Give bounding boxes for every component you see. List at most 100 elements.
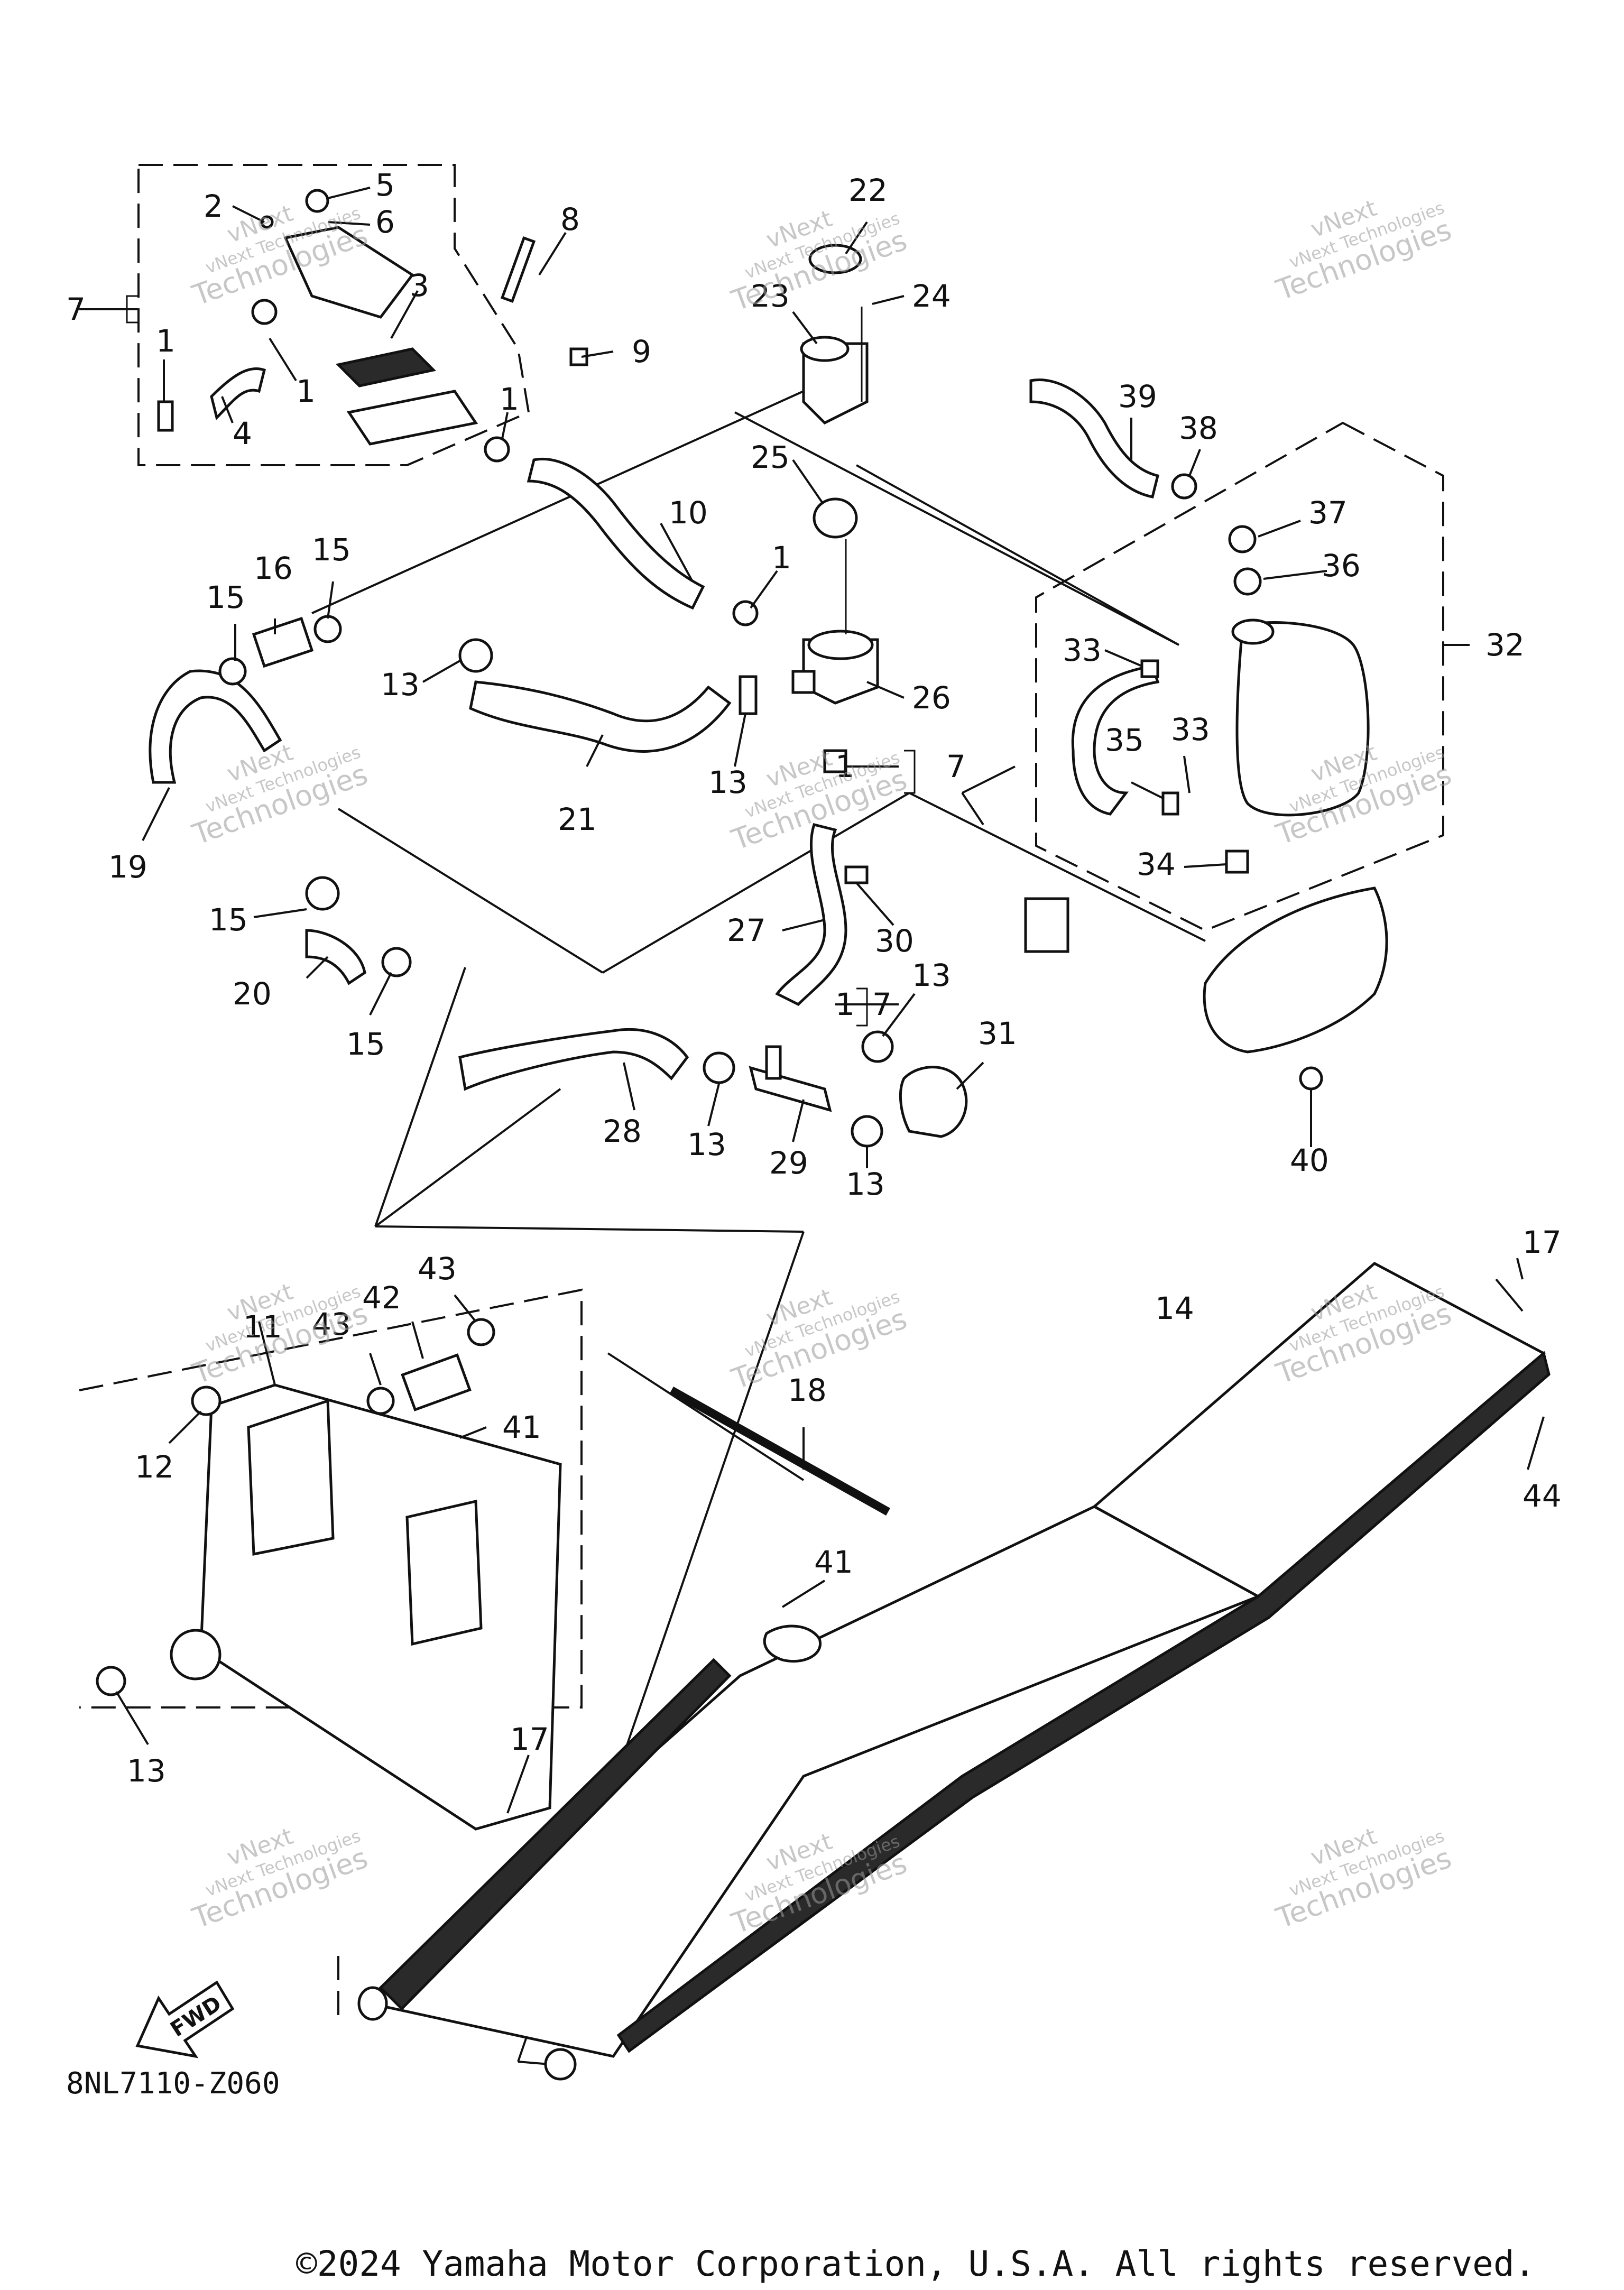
callout-1d: 1 (772, 540, 791, 576)
bracket-1-7-lower (856, 987, 868, 1027)
clamp-13-e (861, 1030, 894, 1063)
callout-37: 37 (1308, 495, 1348, 531)
reference-lines (311, 390, 1206, 2065)
callout-25: 25 (751, 439, 790, 475)
callout-1a: 1 (156, 323, 176, 359)
callout-33a: 33 (1063, 632, 1102, 668)
joint-29-port (765, 1045, 782, 1080)
heat-exchanger (357, 1261, 1551, 2081)
callout-3: 3 (410, 267, 429, 303)
callout-15a: 15 (206, 579, 245, 615)
callout-11: 11 (243, 1309, 282, 1345)
callout-13d: 13 (687, 1126, 726, 1162)
copyright-notice: ©2024 Yamaha Motor Corporation, U.S.A. A… (296, 2243, 1535, 2284)
callout-41b: 41 (814, 1544, 853, 1580)
callout-13b: 13 (708, 764, 748, 800)
hose-21 (469, 680, 732, 753)
rod-18 (669, 1387, 890, 1516)
callout-13f: 13 (127, 1753, 166, 1789)
callout-15d: 15 (346, 1026, 385, 1062)
callout-43b: 43 (418, 1251, 457, 1287)
reservoir-tank (1071, 473, 1370, 874)
clip-30 (844, 865, 869, 884)
fwd-arrow-icon (135, 1980, 235, 2058)
callout-26: 26 (912, 680, 951, 716)
callout-1b: 1 (296, 373, 316, 409)
callout-40: 40 (1290, 1142, 1329, 1178)
callout-23: 23 (751, 278, 790, 314)
hose-19 (149, 669, 282, 784)
clamp-13-a (458, 638, 493, 673)
hose-27 (775, 823, 847, 1007)
callout-20: 20 (233, 976, 272, 1012)
callout-38: 38 (1179, 410, 1218, 446)
callout-39: 39 (1118, 378, 1157, 414)
callout-41a: 41 (502, 1409, 541, 1445)
clamp-13-b (739, 675, 758, 715)
callout-13e: 13 (846, 1166, 885, 1202)
callout-34: 34 (1137, 846, 1176, 882)
callout-numbers: 1 1 1 1 1 1 2 3 4 5 6 7 7 7 8 9 10 11 12… (66, 167, 1562, 1789)
bracket-7-left (126, 295, 137, 324)
callout-9: 9 (632, 334, 651, 370)
splash-guard (1203, 887, 1388, 1054)
callout-43a: 43 (312, 1306, 351, 1342)
callout-24: 24 (912, 278, 951, 314)
callout-33b: 33 (1171, 712, 1210, 747)
callout-17a: 17 (1522, 1224, 1562, 1260)
callout-16: 16 (254, 550, 293, 586)
callout-19: 19 (108, 849, 147, 885)
joint-29 (749, 1066, 832, 1112)
callout-27: 27 (727, 912, 766, 948)
group-frame-7 (137, 164, 530, 466)
callout-13c: 13 (912, 957, 951, 993)
callout-36: 36 (1322, 548, 1361, 584)
radiator-frame (96, 1383, 562, 1831)
callout-12: 12 (135, 1449, 174, 1485)
hose-39 (1029, 378, 1160, 498)
callout-7c: 7 (872, 986, 892, 1022)
clamp-15-a (218, 657, 247, 686)
callout-29: 29 (769, 1145, 808, 1181)
hose-20 (305, 929, 366, 985)
clamp-13-c (703, 1051, 735, 1084)
callout-4: 4 (233, 415, 252, 451)
hose-10 (527, 458, 705, 610)
callout-28: 28 (603, 1113, 642, 1149)
callout-30: 30 (875, 923, 914, 959)
pipe-42 (401, 1353, 472, 1411)
callout-15b: 15 (312, 532, 351, 568)
callout-21: 21 (558, 801, 597, 837)
callout-1f: 1 (835, 986, 855, 1022)
callout-7a: 7 (66, 291, 86, 327)
clamp-15-b (313, 615, 342, 643)
callout-17b: 17 (510, 1721, 549, 1757)
callout-31: 31 (978, 1015, 1017, 1051)
callout-35: 35 (1105, 722, 1144, 758)
callout-13a: 13 (381, 667, 420, 703)
bracket-1-7-upper (904, 750, 916, 794)
hose-16 (252, 616, 314, 668)
callout-2: 2 (204, 188, 223, 224)
gasket-41 (763, 1624, 822, 1663)
callout-leaders (79, 187, 1545, 1814)
thermostat-housing (791, 244, 879, 773)
clamp-43-b (467, 1318, 495, 1346)
callout-8: 8 (560, 201, 580, 237)
callout-14: 14 (1155, 1290, 1194, 1326)
callout-15c: 15 (209, 902, 248, 938)
diagram-code: 8NL7110-Z060 (66, 2066, 280, 2101)
clamp-43-a (366, 1387, 395, 1415)
hose-28 (458, 1028, 689, 1091)
callout-22: 22 (848, 172, 888, 208)
callout-42: 42 (362, 1280, 401, 1316)
cover-assembly (157, 189, 588, 463)
clamp-15-d (381, 947, 412, 977)
callout-32: 32 (1485, 627, 1525, 663)
callout-44: 44 (1522, 1478, 1562, 1514)
callout-1c: 1 (500, 381, 519, 417)
callout-18: 18 (788, 1372, 827, 1408)
group-frame-32 (1035, 421, 1444, 932)
callout-7b: 7 (946, 749, 966, 784)
